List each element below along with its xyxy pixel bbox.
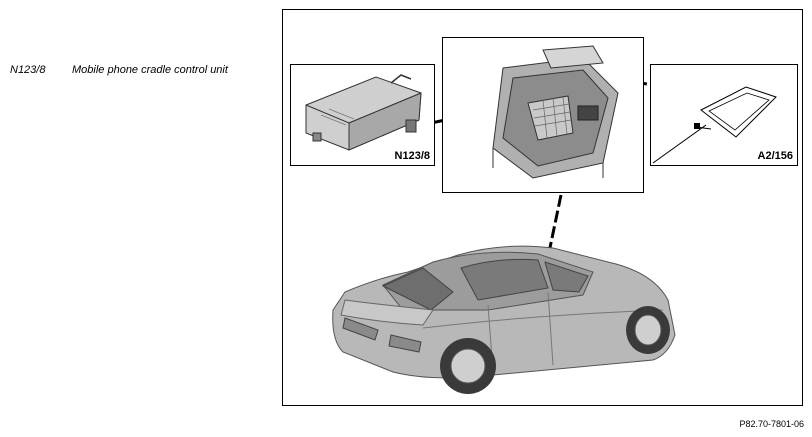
inset-control-unit: N123/8 (290, 64, 435, 166)
control-unit-drawing (305, 74, 422, 151)
control-unit-label: N123/8 (394, 150, 430, 162)
antenna-label: A2/156 (757, 150, 793, 162)
illustration-frame: N123/8 (282, 9, 803, 406)
cradle-drawing (492, 45, 619, 179)
antenna-drawing (652, 86, 777, 164)
figure-id: P82.70-7801-06 (739, 419, 804, 429)
inset-antenna: A2/156 (650, 64, 798, 166)
legend-code: N123/8 (10, 64, 46, 76)
inset-cradle (442, 37, 644, 193)
car-drawing (332, 245, 676, 394)
legend-description: Mobile phone cradle control unit (72, 64, 228, 76)
vehicle-illustration (332, 68, 676, 394)
